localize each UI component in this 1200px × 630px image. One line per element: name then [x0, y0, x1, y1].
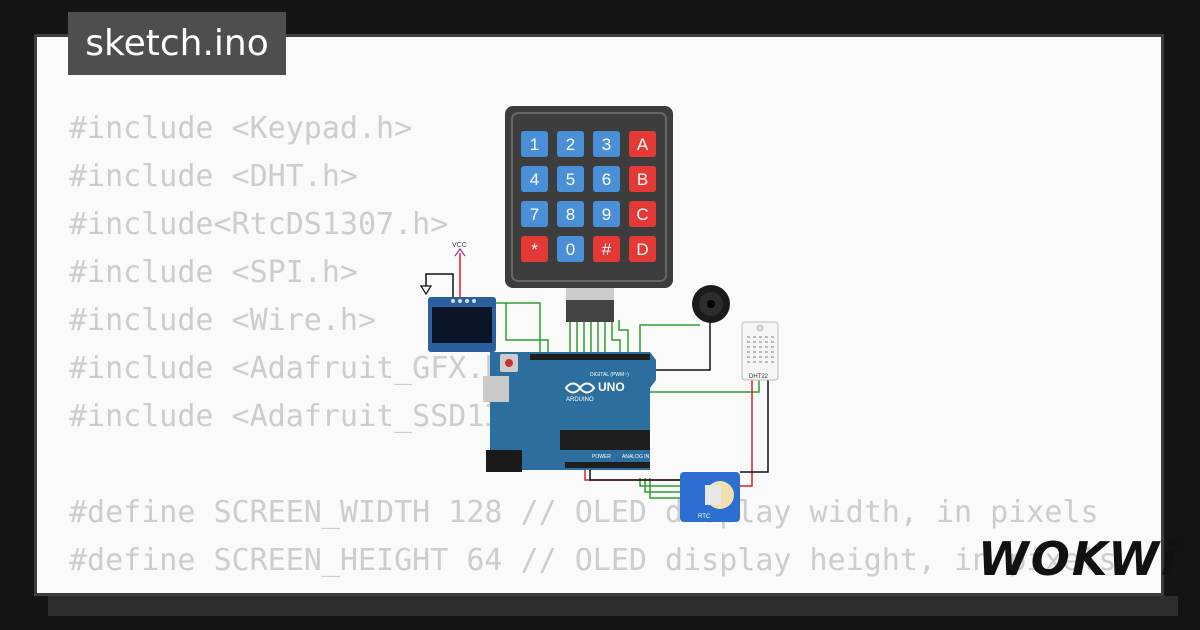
keypad-key-6[interactable]: 6 — [593, 166, 620, 192]
code-line: #include<RtcDS1307.h> — [69, 207, 449, 242]
code-line: #include <Adafruit_GFX.h> — [69, 351, 521, 386]
keypad-key-label: D — [636, 240, 648, 259]
arduino-brand: ARDUINO — [566, 397, 594, 403]
sketch-title: sketch.ino — [68, 12, 286, 75]
wire-keypad-7 — [611, 320, 621, 360]
arduino-uno[interactable]: UNO ARDUINO DIGITAL (PWM~) POWER ANALOG … — [483, 352, 656, 472]
wire-keypad-8 — [618, 320, 629, 360]
dht22-sensor[interactable]: DHT22 — [741, 321, 779, 381]
keypad-key-label: 8 — [566, 205, 575, 224]
keypad-key-4[interactable]: 4 — [521, 166, 548, 192]
keypad-key-3[interactable]: 3 — [593, 131, 620, 157]
keypad-key-7[interactable]: 7 — [521, 201, 548, 227]
arduino-power-label: POWER — [592, 454, 611, 460]
keypad-key-label: * — [531, 240, 538, 259]
card-shadow — [48, 596, 1178, 616]
dht-label: DHT22 — [749, 374, 769, 380]
arduino-analog-label: ANALOG IN — [622, 454, 650, 460]
wire-rtc-3 — [649, 478, 682, 499]
wire-rtc-1 — [639, 478, 682, 487]
wire-buzzer-sig — [639, 324, 700, 360]
wire-rtc-vcc — [584, 470, 682, 481]
keypad-key-1[interactable]: 1 — [521, 131, 548, 157]
keypad-key-label: 9 — [602, 205, 611, 224]
keypad-key-*[interactable]: * — [521, 236, 548, 262]
code-line: #define SCREEN_HEIGHT 64 // OLED display… — [69, 543, 1117, 578]
code-line: #define SPEAKER 9 — [69, 585, 1117, 593]
arduino-infinity-icon — [564, 382, 596, 394]
keypad-key-5[interactable]: 5 — [557, 166, 584, 192]
keypad-key-2[interactable]: 2 — [557, 131, 584, 157]
keypad-key-label: C — [636, 205, 648, 224]
wokwi-logo: WOKWi — [978, 532, 1179, 586]
oled-display[interactable] — [428, 297, 496, 352]
keypad-key-label: A — [637, 135, 649, 154]
keypad-key-label: 3 — [602, 135, 611, 154]
buzzer[interactable] — [692, 285, 730, 323]
wire-oled-scl — [505, 303, 549, 360]
code-line: #include <DHT.h> — [69, 159, 358, 194]
keypad-key-8[interactable]: 8 — [557, 201, 584, 227]
arduino-digital-label: DIGITAL (PWM~) — [590, 372, 629, 378]
keypad[interactable]: 1 2 3 A 4 5 6 B 7 8 9 C * 0 # D — [505, 106, 673, 322]
code-line: #include <Keypad.h> — [69, 111, 413, 146]
vcc-arrow-icon — [454, 247, 466, 257]
wire-buzzer — [650, 320, 711, 371]
keypad-key-#[interactable]: # — [593, 236, 620, 262]
keypad-key-label: 0 — [566, 240, 575, 259]
wire-dht-data — [650, 375, 760, 393]
wire-gnd-long — [589, 470, 680, 481]
keypad-key-B[interactable]: B — [629, 166, 656, 192]
code-line: #include <Wire.h> — [69, 303, 377, 338]
keypad-key-label: # — [602, 240, 612, 259]
keypad-key-9[interactable]: 9 — [593, 201, 620, 227]
rtc-module[interactable]: RTC — [680, 472, 740, 522]
wire-oled-sda — [496, 302, 541, 360]
keypad-key-label: 4 — [530, 170, 539, 189]
keypad-key-D[interactable]: D — [629, 236, 656, 262]
keypad-key-0[interactable]: 0 — [557, 236, 584, 262]
keypad-key-label: 5 — [566, 170, 575, 189]
ground-icon — [419, 285, 433, 296]
keypad-key-label: 6 — [602, 170, 611, 189]
rtc-label: RTC — [698, 514, 711, 520]
wire-dht-gnd — [740, 375, 769, 473]
keypad-key-label: 7 — [530, 205, 539, 224]
keypad-key-label: B — [637, 170, 648, 189]
vcc-label: VCC — [452, 242, 467, 249]
arduino-logo: UNO — [598, 380, 625, 394]
keypad-key-label: 1 — [530, 135, 539, 154]
keypad-key-A[interactable]: A — [629, 131, 656, 157]
keypad-key-label: 2 — [566, 135, 575, 154]
keypad-key-C[interactable]: C — [629, 201, 656, 227]
wire-oled-gnd — [425, 273, 454, 297]
wire-rtc-2 — [644, 478, 682, 493]
code-line: #include <SPI.h> — [69, 255, 358, 290]
